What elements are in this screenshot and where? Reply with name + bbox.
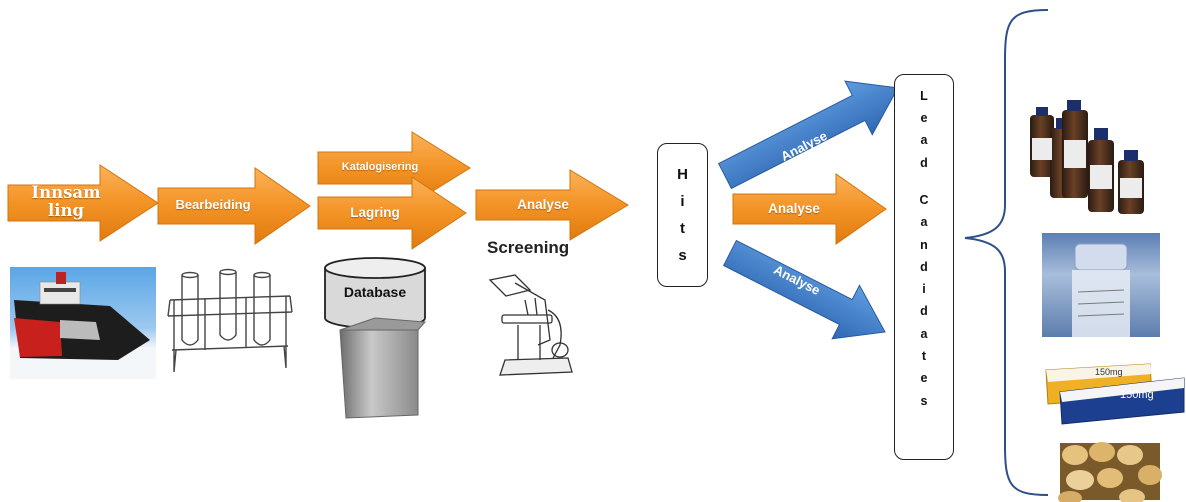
innsamling-label: Innsam ling [31,183,101,220]
hits-letter: i [680,193,685,210]
candidates-letter: t [921,348,927,363]
arrow-analyse-down [722,239,886,340]
test-tube-rack-icon [167,268,293,373]
vial-photo [1042,233,1160,337]
candidates-letter: d [920,304,928,319]
lead-letter: d [920,155,928,170]
screening-label: Screening [487,238,570,257]
svg-text:150mg: 150mg [1120,389,1154,401]
hits-letter: H [677,166,688,183]
arrow-analyse-up [717,80,899,190]
lead-letter: e [920,111,928,126]
candidates-letter: d [920,259,928,274]
icebreaker-ship-photo [10,267,156,379]
arrow-lagring [317,176,467,250]
hits-box: H i t s [657,143,708,287]
medicine-bottles-photo [1030,100,1144,214]
lagring-label: Lagring [350,205,400,220]
microscope-icon [488,274,573,376]
tablet-boxes-photo: 150mg 150mg [1045,363,1185,425]
bearbeiding-label: Bearbeiding [175,197,251,212]
lead-letter: L [920,88,928,103]
arrow-katalogisering [317,131,471,205]
database-icon [324,257,427,419]
arrow-analyse-middle [732,173,887,245]
arrow-analyse [475,169,629,241]
candidates-letter: e [920,371,928,386]
hits-letter: s [678,247,687,264]
candidates-letter: a [920,326,928,341]
candidates-letter: s [920,393,928,408]
arrow-bearbeiding [157,167,311,245]
candidates-letter: n [920,237,928,252]
candidates-letter: i [922,282,926,297]
arrow-innsamling [7,164,159,242]
branch-label-middle: Analyse [768,201,820,216]
svg-text:150mg: 150mg [1095,367,1123,377]
candidates-letter: a [920,215,928,230]
candidates-letter: C [919,193,929,208]
hits-letter: t [680,220,685,237]
nuts-photo [1058,442,1162,502]
curly-bracket [964,9,1049,496]
analyse-label: Analyse [517,197,569,212]
lead-letter: a [920,133,928,148]
katalogisering-label: Katalogisering [341,161,419,173]
lead-candidates-box: L e a d C a n d i d a t e s [894,74,954,460]
database-label: Database [343,284,407,300]
